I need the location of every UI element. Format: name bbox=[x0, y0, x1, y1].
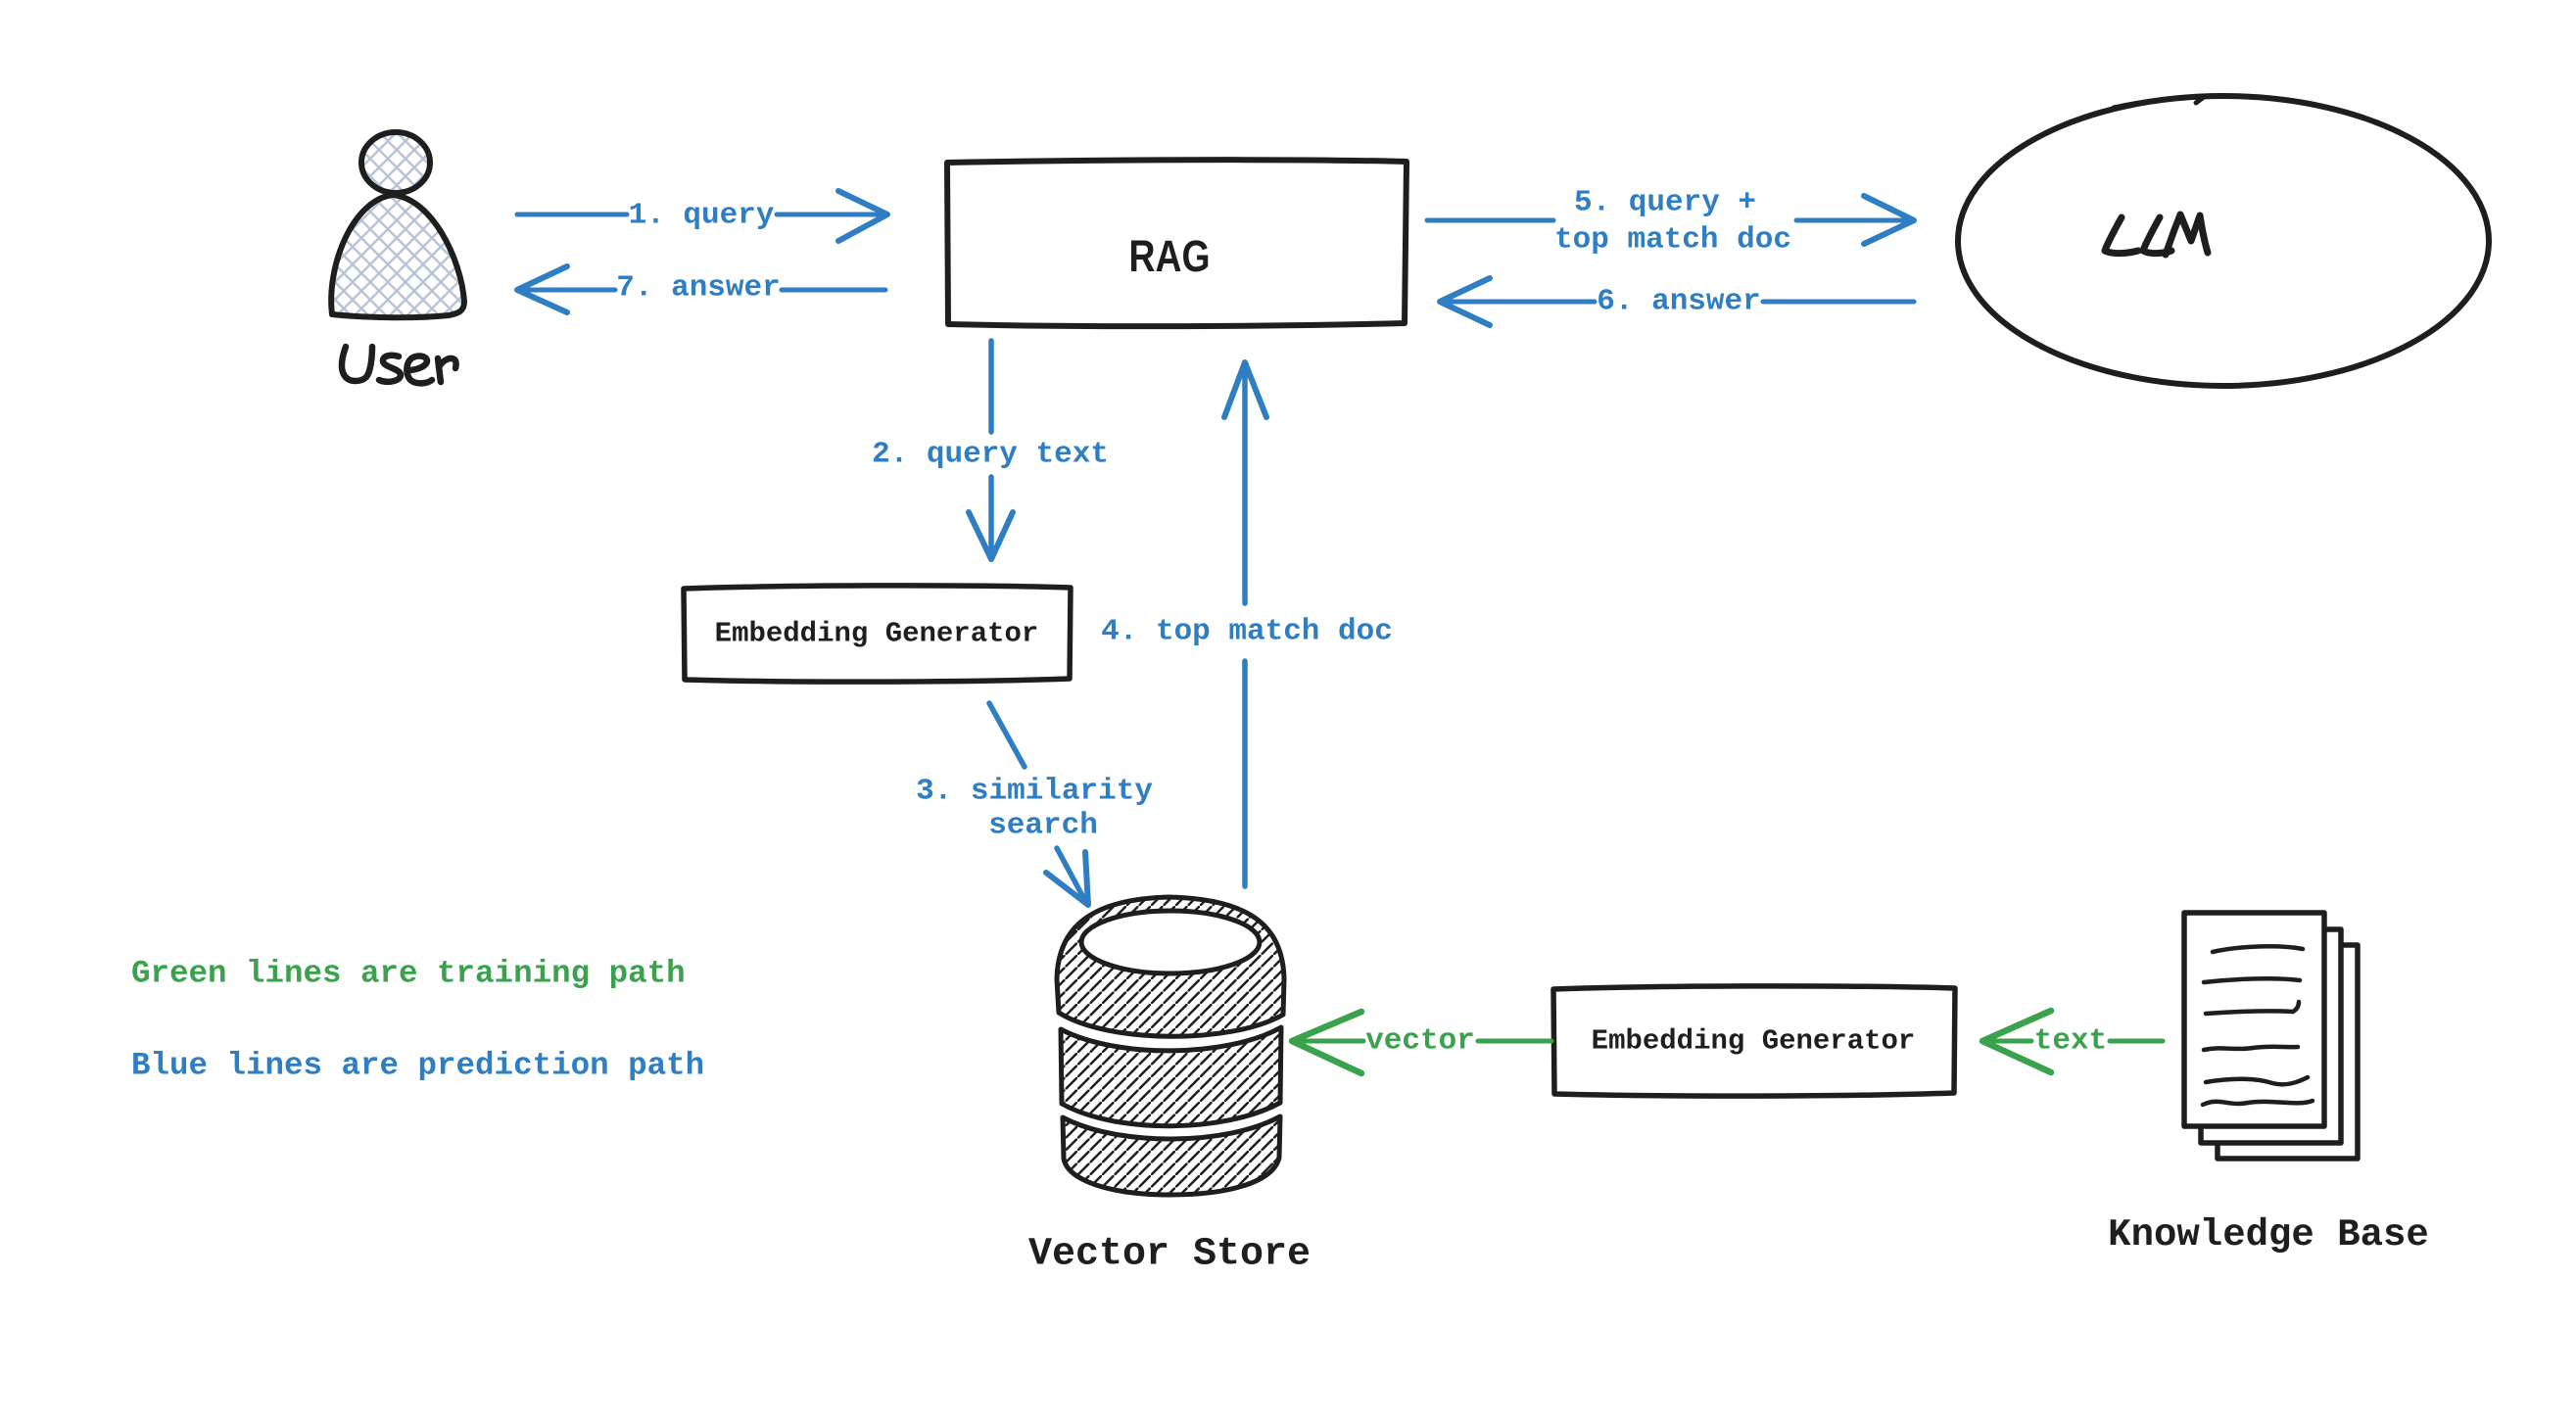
svg-text:Green lines are training path: Green lines are training path bbox=[131, 956, 686, 992]
svg-text:Vector Store: Vector Store bbox=[1028, 1233, 1311, 1277]
svg-text:Embedding Generator: Embedding Generator bbox=[715, 618, 1039, 650]
svg-text:6. answer: 6. answer bbox=[1597, 285, 1760, 319]
svg-text:vector: vector bbox=[1365, 1024, 1475, 1059]
svg-text:Embedding Generator: Embedding Generator bbox=[1592, 1025, 1916, 1058]
svg-text:3. similarity: 3. similarity bbox=[916, 775, 1153, 809]
svg-text:2. query text: 2. query text bbox=[872, 438, 1109, 472]
svg-text:RAG: RAG bbox=[1129, 232, 1211, 281]
svg-text:top match doc: top match doc bbox=[1554, 223, 1791, 258]
svg-text:7. answer: 7. answer bbox=[616, 271, 780, 306]
svg-text:text: text bbox=[2034, 1024, 2107, 1059]
svg-text:4. top match doc: 4. top match doc bbox=[1101, 615, 1393, 649]
svg-text:1. query: 1. query bbox=[629, 199, 775, 233]
svg-text:search: search bbox=[988, 809, 1098, 843]
svg-text:Knowledge Base: Knowledge Base bbox=[2108, 1213, 2429, 1256]
svg-text:5. query +: 5. query + bbox=[1574, 186, 1756, 220]
svg-text:Blue lines are prediction path: Blue lines are prediction path bbox=[131, 1048, 704, 1084]
